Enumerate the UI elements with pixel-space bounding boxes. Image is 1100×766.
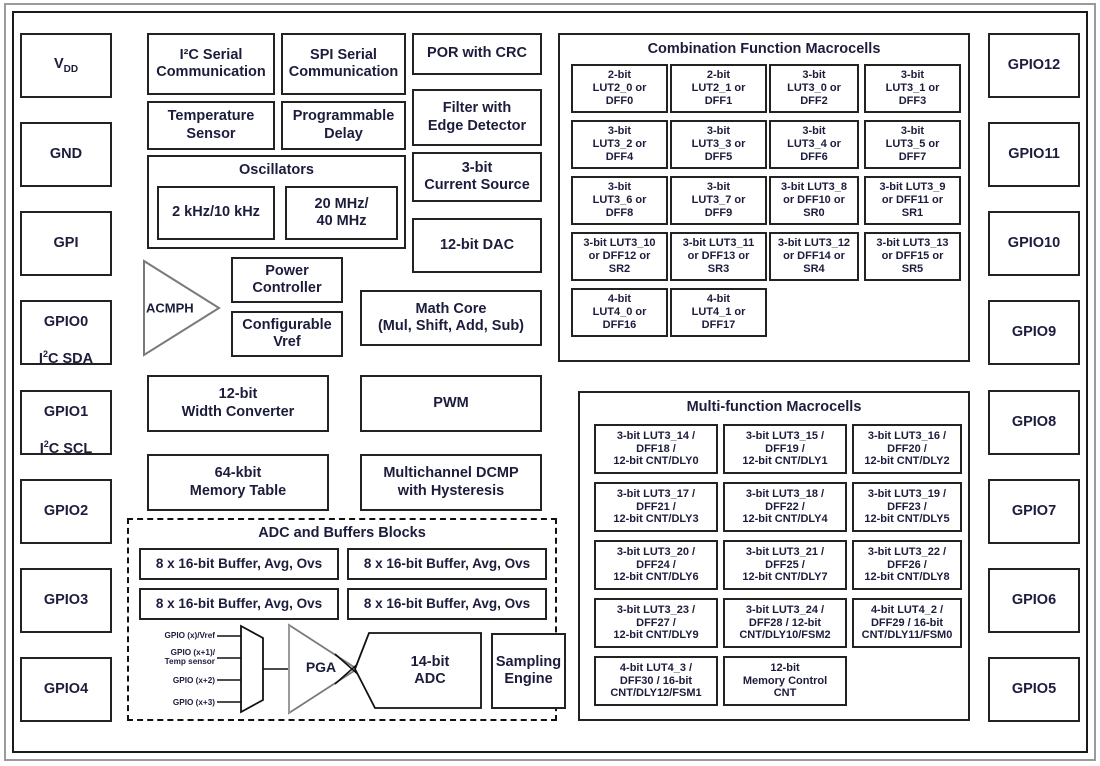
macrocell-lut3-1[interactable]: 3-bit LUT3_1 or DFF3 (864, 64, 961, 113)
group-oscillators: Oscillators 2 kHz/10 kHz 20 MHz/ 40 MHz (147, 155, 406, 249)
pin-gpio8[interactable]: GPIO8 (988, 390, 1080, 455)
group-combination-function-macrocells: Combination Function Macrocells 2-bit LU… (558, 33, 970, 362)
pin-vdd[interactable]: VDD (20, 33, 112, 98)
adc-label: 14-bit ADC (410, 654, 450, 688)
mf-macrocell-lut3-16[interactable]: 3-bit LUT3_16 / DFF20 / 12-bit CNT/DLY2 (852, 424, 962, 474)
pin-gpio2[interactable]: GPIO2 (20, 479, 112, 544)
block-oscillator-low[interactable]: 2 kHz/10 kHz (157, 186, 275, 240)
adc-buffer-2[interactable]: 8 x 16-bit Buffer, Avg, Ovs (139, 588, 339, 620)
block-12bit-dac[interactable]: 12-bit DAC (412, 218, 542, 273)
mf-macrocell-lut3-19[interactable]: 3-bit LUT3_19 / DFF23 / 12-bit CNT/DLY5 (852, 482, 962, 532)
block-filter-with-edge-detector[interactable]: Filter with Edge Detector (412, 89, 542, 146)
macrocell-lut3-8[interactable]: 3-bit LUT3_8 or DFF10 or SR0 (769, 176, 859, 225)
adc-signal-path (217, 623, 482, 715)
macrocell-lut3-4[interactable]: 3-bit LUT3_4 or DFF6 (769, 120, 859, 169)
pin-gpio6[interactable]: GPIO6 (988, 568, 1080, 633)
mux-input-label-0: GPIO (x)/Vref (164, 631, 215, 640)
block-programmable-delay[interactable]: Programmable Delay (281, 101, 406, 150)
mf-macrocell-lut3-20[interactable]: 3-bit LUT3_20 / DFF24 / 12-bit CNT/DLY6 (594, 540, 718, 590)
mf-macrocell-lut4-2[interactable]: 4-bit LUT4_2 / DFF29 / 16-bit CNT/DLY11/… (852, 598, 962, 648)
block-por-with-crc[interactable]: POR with CRC (412, 33, 542, 75)
macrocell-lut3-11[interactable]: 3-bit LUT3_11 or DFF13 or SR3 (670, 232, 767, 281)
mux-input-label-2: GPIO (x+2) (172, 676, 215, 685)
block-pwm[interactable]: PWM (360, 375, 542, 432)
mf-macrocell-memory-control-cnt[interactable]: 12-bit Memory Control CNT (723, 656, 847, 706)
adc-buffer-3[interactable]: 8 x 16-bit Buffer, Avg, Ovs (347, 588, 547, 620)
block-12bit-width-converter[interactable]: 12-bit Width Converter (147, 375, 329, 432)
block-64kbit-memory-table[interactable]: 64-kbit Memory Table (147, 454, 329, 511)
group-combination-title: Combination Function Macrocells (647, 41, 881, 57)
adc-buffer-1[interactable]: 8 x 16-bit Buffer, Avg, Ovs (347, 548, 547, 580)
pin-gnd[interactable]: GND (20, 122, 112, 187)
block-sampling-engine[interactable]: Sampling Engine (491, 633, 566, 709)
mf-macrocell-lut3-23[interactable]: 3-bit LUT3_23 / DFF27 / 12-bit CNT/DLY9 (594, 598, 718, 648)
macrocell-lut3-0[interactable]: 3-bit LUT3_0 or DFF2 (769, 64, 859, 113)
macrocell-lut4-1[interactable]: 4-bit LUT4_1 or DFF17 (670, 288, 767, 337)
block-spi-serial-communication[interactable]: SPI Serial Communication (281, 33, 406, 95)
macrocell-lut3-3[interactable]: 3-bit LUT3_3 or DFF5 (670, 120, 767, 169)
pin-gpio11[interactable]: GPIO11 (988, 122, 1080, 187)
pin-gpio1[interactable]: GPIO1 I2C SCL (20, 390, 112, 457)
block-math-core[interactable]: Math Core (Mul, Shift, Add, Sub) (360, 290, 542, 346)
block-i2c-serial-communication[interactable]: I²C Serial Communication (147, 33, 275, 95)
macrocell-lut2-1[interactable]: 2-bit LUT2_1 or DFF1 (670, 64, 767, 113)
block-configurable-vref[interactable]: Configurable Vref (231, 311, 343, 357)
block-power-controller[interactable]: Power Controller (231, 257, 343, 303)
macrocell-lut2-0[interactable]: 2-bit LUT2_0 or DFF0 (571, 64, 668, 113)
pin-vdd-label: VDD (53, 55, 79, 75)
adc-buffer-0[interactable]: 8 x 16-bit Buffer, Avg, Ovs (139, 548, 339, 580)
group-multifunction-macrocells: Multi-function Macrocells 3-bit LUT3_14 … (578, 391, 970, 721)
mf-macrocell-lut3-14[interactable]: 3-bit LUT3_14 / DFF18 / 12-bit CNT/DLY0 (594, 424, 718, 474)
macrocell-lut4-0[interactable]: 4-bit LUT4_0 or DFF16 (571, 288, 668, 337)
pin-gpio5[interactable]: GPIO5 (988, 657, 1080, 722)
macrocell-lut3-5[interactable]: 3-bit LUT3_5 or DFF7 (864, 120, 961, 169)
pin-gpio3[interactable]: GPIO3 (20, 568, 112, 633)
pin-gpi[interactable]: GPI (20, 211, 112, 276)
mf-macrocell-lut3-17[interactable]: 3-bit LUT3_17 / DFF21 / 12-bit CNT/DLY3 (594, 482, 718, 532)
block-acmph-comparator[interactable]: ACMPH (141, 258, 223, 358)
macrocell-lut3-12[interactable]: 3-bit LUT3_12 or DFF14 or SR4 (769, 232, 859, 281)
pin-gpio1-line1: GPIO1 (43, 404, 89, 421)
mf-macrocell-lut3-15[interactable]: 3-bit LUT3_15 / DFF19 / 12-bit CNT/DLY1 (723, 424, 847, 474)
pin-gpio7[interactable]: GPIO7 (988, 479, 1080, 544)
macrocell-lut3-10[interactable]: 3-bit LUT3_10 or DFF12 or SR2 (571, 232, 668, 281)
macrocell-lut3-2[interactable]: 3-bit LUT3_2 or DFF4 (571, 120, 668, 169)
mux-input-label-3: GPIO (x+3) (172, 698, 215, 707)
pin-gpio12[interactable]: GPIO12 (988, 33, 1080, 98)
pin-gpio10[interactable]: GPIO10 (988, 211, 1080, 276)
pin-gpio0[interactable]: GPIO0 I2C SDA (20, 300, 112, 367)
pin-gpio0-line1: GPIO0 (43, 314, 89, 331)
group-adc-title: ADC and Buffers Blocks (258, 525, 426, 541)
block-multichannel-dcmp[interactable]: Multichannel DCMP with Hysteresis (360, 454, 542, 511)
block-oscillator-high[interactable]: 20 MHz/ 40 MHz (285, 186, 398, 240)
pin-gpio4[interactable]: GPIO4 (20, 657, 112, 722)
block-acmph-label: ACMPH (146, 300, 194, 316)
mf-macrocell-lut3-21[interactable]: 3-bit LUT3_21 / DFF25 / 12-bit CNT/DLY7 (723, 540, 847, 590)
group-multifunction-title: Multi-function Macrocells (686, 399, 862, 415)
macrocell-lut3-6[interactable]: 3-bit LUT3_6 or DFF8 (571, 176, 668, 225)
macrocell-lut3-13[interactable]: 3-bit LUT3_13 or DFF15 or SR5 (864, 232, 961, 281)
mf-macrocell-lut4-3[interactable]: 4-bit LUT4_3 / DFF30 / 16-bit CNT/DLY12/… (594, 656, 718, 706)
mf-macrocell-lut3-24[interactable]: 3-bit LUT3_24 / DFF28 / 12-bit CNT/DLY10… (723, 598, 847, 648)
group-oscillators-title: Oscillators (239, 162, 314, 178)
macrocell-lut3-7[interactable]: 3-bit LUT3_7 or DFF9 (670, 176, 767, 225)
block-3bit-current-source[interactable]: 3-bit Current Source (412, 152, 542, 202)
group-adc-and-buffers: ADC and Buffers Blocks 8 x 16-bit Buffer… (127, 518, 566, 721)
pin-gpio9[interactable]: GPIO9 (988, 300, 1080, 365)
mf-macrocell-lut3-18[interactable]: 3-bit LUT3_18 / DFF22 / 12-bit CNT/DLY4 (723, 482, 847, 532)
pga-label: PGA (305, 659, 337, 675)
mf-macrocell-lut3-22[interactable]: 3-bit LUT3_22 / DFF26 / 12-bit CNT/DLY8 (852, 540, 962, 590)
macrocell-lut3-9[interactable]: 3-bit LUT3_9 or DFF11 or SR1 (864, 176, 961, 225)
block-temperature-sensor[interactable]: Temperature Sensor (147, 101, 275, 150)
mux-input-label-1: GPIO (x+1)/ Temp sensor (164, 648, 215, 667)
pin-gpio0-line2: I2C SDA (38, 348, 94, 367)
pin-gpio1-line2: I2C SCL (39, 438, 93, 457)
